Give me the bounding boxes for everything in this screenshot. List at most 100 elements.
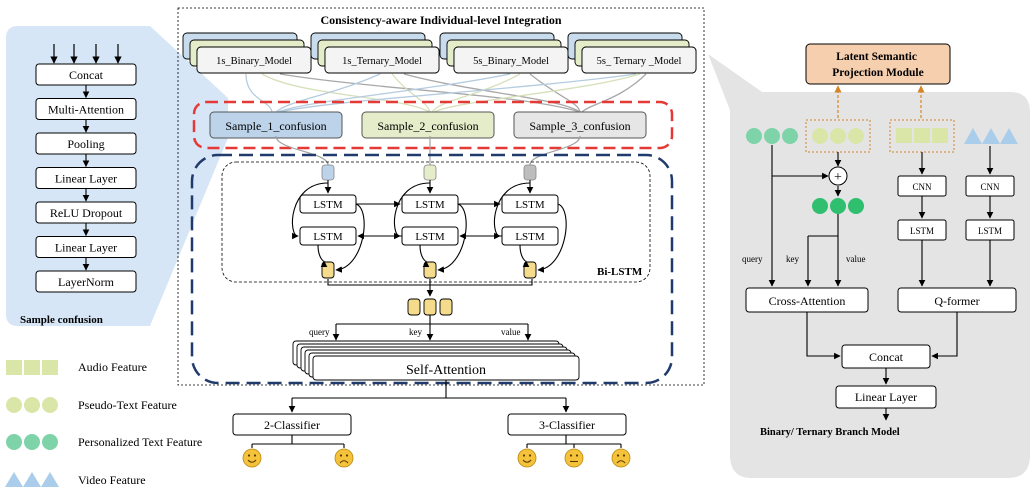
personalized-text-circle [42, 434, 58, 450]
self-attention-stack: Self-Attention [292, 340, 580, 381]
sample-lstm-links [275, 135, 581, 166]
projection-module [805, 43, 951, 85]
lstm-input-token [423, 164, 437, 181]
sad-face-icon [334, 448, 354, 468]
fused-text-circle [848, 198, 864, 214]
bilstm-frame [221, 161, 651, 283]
legend: Audio Feature Pseudo-Text Feature Person… [5, 360, 202, 487]
branch-value-label: value [846, 254, 866, 264]
sample-confusion-layer-label: Linear Layer [55, 241, 117, 255]
self-attention-label: Self-Attention [406, 363, 486, 378]
lstm-forward-label: LSTM [515, 199, 545, 211]
lstm-input-token [321, 164, 335, 181]
merged-feature [407, 298, 453, 316]
video-triangle [23, 472, 41, 487]
sample-confusion-layer-label: Multi-Attention [48, 103, 124, 117]
lstm-video [965, 219, 1015, 241]
personalized-text-circle [6, 434, 22, 450]
sample-confusion-layer-label: LayerNorm [58, 275, 115, 289]
sample-confusion-layer-label: ReLU Dropout [50, 206, 123, 220]
video-triangle [1000, 128, 1018, 144]
merged-feature-cell [439, 298, 453, 316]
lstm-backward-label: LSTM [515, 231, 545, 243]
fused-text-circle [812, 198, 828, 214]
model-card [453, 46, 569, 74]
pseudo-text-circle [42, 397, 58, 413]
branch-personalized-text [746, 128, 798, 144]
personalized-text-circle [746, 128, 762, 144]
audio-feature-square [896, 128, 912, 143]
qformer-label: Q-former [934, 294, 979, 308]
branch-concat-box [841, 344, 931, 369]
sample-confusion-layer-label: Pooling [67, 137, 104, 151]
neutral-face-icon [564, 448, 584, 468]
audio-feature-square [6, 360, 22, 375]
lstm-output-token [321, 261, 335, 279]
pseudo-text-circle [848, 128, 864, 144]
cnn-video [965, 175, 1015, 197]
branch-key-label: key [786, 254, 799, 264]
legend-label: Video Feature [78, 473, 146, 487]
query-label: query [309, 327, 330, 337]
legend-pseudo-text: Pseudo-Text Feature [6, 397, 177, 413]
lstm-backward-label: LSTM [415, 231, 445, 243]
add-operator-symbol: + [834, 170, 842, 185]
lstm-audio [897, 219, 947, 241]
classifiers: 2-Classifier 3-Classifier [232, 413, 631, 468]
personalized-text-circle [782, 128, 798, 144]
cross-attention-label: Cross-Attention [769, 294, 846, 308]
lstm-video-label: LSTM [978, 226, 1002, 236]
video-triangle [41, 472, 59, 487]
sample-confusion-layer [35, 270, 137, 293]
integration-title: Consistency-aware Individual-level Integ… [320, 13, 561, 27]
cnn-audio-label: CNN [912, 182, 932, 192]
fused-text-features [812, 198, 864, 214]
sad-face-icon [611, 448, 631, 468]
branch-concat-label: Concat [869, 350, 904, 364]
fusion-region [190, 153, 674, 385]
pseudo-text-circle [812, 128, 828, 144]
legend-label: Pseudo-Text Feature [78, 398, 177, 412]
model-name: 1s_Binary_Model [216, 56, 292, 67]
audio-feature-square [24, 360, 40, 375]
model-sample-connections [245, 73, 647, 113]
pseudo-text-circle [24, 397, 40, 413]
model-card [581, 46, 697, 74]
sample-confusion-layer-label: Linear Layer [55, 172, 117, 186]
legend-label: Audio Feature [78, 360, 147, 374]
projection-module-label: Latent Semantic Projection Module [832, 51, 923, 79]
model-name: 1s_Ternary_Model [342, 56, 422, 67]
key-label: key [409, 327, 422, 337]
lstm-output-token [523, 261, 537, 279]
classifier-label: 3-Classifier [539, 418, 595, 432]
branch-panel [708, 54, 1030, 478]
lstm-backward-cell [299, 226, 357, 246]
value-label: value [501, 327, 521, 337]
pseudo-text-circle [830, 128, 846, 144]
sample-label: Sample_2_confusion [377, 119, 478, 133]
video-triangle [5, 472, 23, 487]
sample-label: Sample_3_confusion [529, 119, 630, 133]
classifier-label: 2-Classifier [264, 418, 320, 432]
merged-feature-cell [423, 298, 437, 316]
sample-confusion-caption: Sample confusion [20, 314, 103, 326]
audio-feature-square [42, 360, 58, 375]
lstm-forward-label: LSTM [313, 199, 343, 211]
add-operator [828, 166, 848, 186]
model-card [196, 46, 312, 74]
video-triangle [964, 128, 982, 144]
pseudo-text-circle [6, 397, 22, 413]
audio-feature-square [914, 128, 930, 143]
branch-linear-box [835, 385, 937, 409]
branch-query-label: query [742, 254, 763, 264]
sample-confusion-layer-label: Concat [69, 68, 104, 82]
fused-text-circle [830, 198, 846, 214]
cnn-video-label: CNN [980, 182, 1000, 192]
lstm-output-token [423, 261, 437, 279]
